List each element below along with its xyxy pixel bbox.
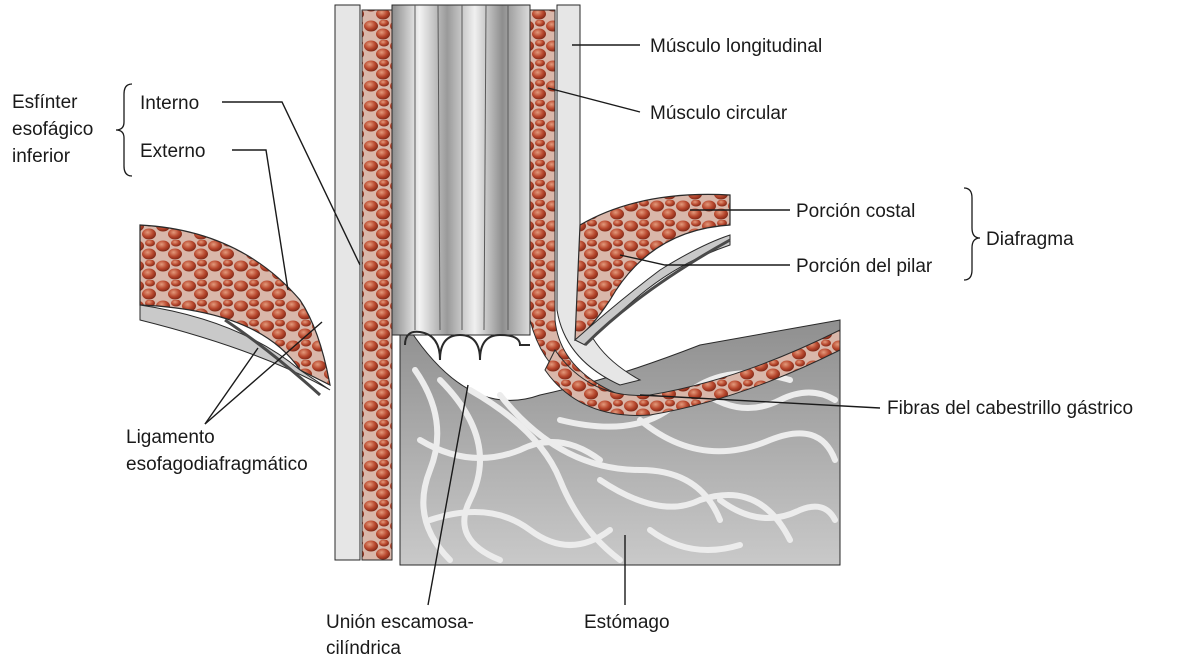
diaphragm-brace <box>964 188 980 280</box>
label-sling-fibers: Fibras del cabestrillo gástrico <box>887 398 1133 419</box>
label-longitudinal-muscle: Músculo longitudinal <box>650 36 822 57</box>
label-sphincter-line-3: inferior <box>12 146 71 167</box>
label-ligament-line-1: Ligamento <box>126 427 215 448</box>
label-sphincter-line-2: esofágico <box>12 119 93 140</box>
label-sphincter-line-1: Esfínter <box>12 92 78 113</box>
label-costal-portion: Porción costal <box>796 201 915 222</box>
label-external: Externo <box>140 141 205 162</box>
label-diaphragm: Diafragma <box>986 229 1074 250</box>
label-circular-muscle: Músculo circular <box>650 103 788 124</box>
label-stomach: Estómago <box>584 612 670 633</box>
label-junction-line-1: Unión escamosa- <box>326 612 474 633</box>
esophageal-lumen <box>392 5 530 335</box>
label-crural-portion: Porción del pilar <box>796 256 933 277</box>
sphincter-brace <box>116 84 132 176</box>
anatomy-illustration <box>140 5 840 565</box>
left-diaphragm <box>140 225 330 395</box>
right-diaphragm <box>575 194 730 345</box>
label-internal: Interno <box>140 93 199 114</box>
label-ligament-line-2: esofagodiafragmático <box>126 454 308 475</box>
label-junction-line-2: cilíndrica <box>326 638 401 659</box>
